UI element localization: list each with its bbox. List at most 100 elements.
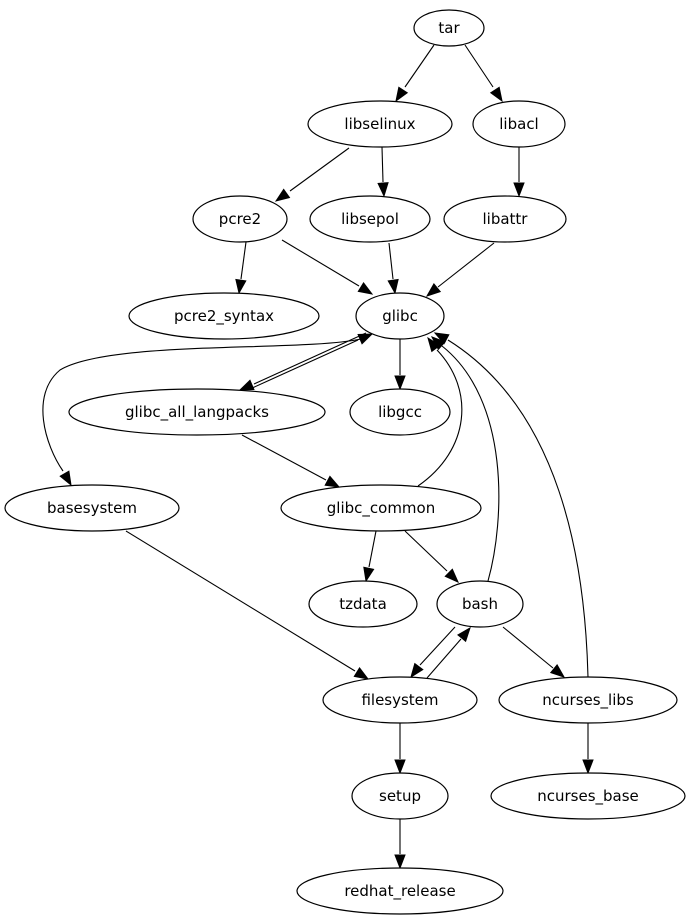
edge-glibc_all_langpacks-to-glibc_common: [241, 434, 341, 488]
edge-pcre2-to-glibc: [281, 239, 374, 295]
arrowhead-icon: [395, 86, 409, 103]
node-pcre2-syntax[interactable]: pcre2_syntax: [128, 292, 320, 340]
arrowhead-icon: [394, 375, 406, 391]
node-label: libattr: [483, 210, 529, 228]
node-ellipse: [308, 580, 418, 628]
edge-glibc-to-glibc_all_langpacks: [238, 332, 367, 391]
edge-line: [464, 44, 494, 88]
node-label: glibc_all_langpacks: [125, 403, 269, 422]
node-libacl[interactable]: libacl: [472, 100, 566, 148]
arrowhead-icon: [387, 278, 399, 295]
arrowhead-icon: [549, 664, 566, 678]
node-label: ncurses_base: [537, 787, 639, 806]
node-label: libgcc: [378, 403, 422, 421]
node-ncurses-libs[interactable]: ncurses_libs: [498, 676, 678, 724]
arrowhead-icon: [425, 283, 442, 297]
edge-line: [426, 638, 462, 679]
edge-libsepol-to-glibc: [387, 242, 399, 295]
arrowhead-icon: [238, 379, 255, 391]
arrowhead-icon: [444, 568, 459, 583]
node-label: tar: [438, 19, 460, 37]
node-label: bash: [462, 595, 498, 613]
edge-filesystem-to-setup: [394, 723, 406, 775]
node-tzdata[interactable]: tzdata: [308, 580, 418, 628]
node-glibc-common[interactable]: glibc_common: [280, 484, 482, 532]
node-label: libacl: [499, 115, 538, 133]
edge-line: [441, 345, 500, 582]
edge-line: [281, 239, 360, 287]
edge-glibc-to-libgcc: [394, 339, 406, 391]
node-setup[interactable]: setup: [351, 772, 449, 820]
node-ellipse: [355, 292, 445, 340]
edge-setup-to-redhat_release: [394, 819, 406, 870]
edge-libselinux-to-libsepol: [377, 146, 389, 198]
node-pcre2[interactable]: pcre2: [192, 195, 288, 243]
edge-line: [289, 147, 350, 192]
edge-glibc_common-to-tzdata: [363, 530, 377, 583]
arrowhead-icon: [457, 626, 471, 643]
edge-line: [437, 242, 495, 288]
node-basesystem[interactable]: basesystem: [4, 484, 180, 532]
node-ellipse: [296, 867, 504, 915]
node-redhat-release[interactable]: redhat_release: [296, 867, 504, 915]
node-libsepol[interactable]: libsepol: [309, 195, 431, 243]
node-label: glibc: [382, 307, 418, 325]
node-libselinux[interactable]: libselinux: [307, 100, 453, 148]
edge-libattr-to-glibc: [425, 242, 495, 297]
arrowhead-icon: [430, 336, 446, 351]
edge-line: [241, 434, 327, 481]
node-ncurses-base[interactable]: ncurses_base: [490, 772, 686, 820]
edge-line: [249, 339, 359, 390]
edge-bash-to-ncurses_libs: [502, 626, 566, 678]
node-label: glibc_common: [327, 499, 435, 518]
node-ellipse: [498, 676, 678, 724]
node-tar[interactable]: tar: [413, 9, 485, 47]
arrowhead-icon: [433, 332, 450, 345]
node-filesystem[interactable]: filesystem: [322, 676, 478, 724]
edge-libacl-to-libattr: [513, 147, 525, 198]
node-glibc[interactable]: glibc: [355, 292, 445, 340]
arrowhead-icon: [324, 475, 341, 488]
node-bash[interactable]: bash: [436, 580, 524, 628]
node-label: filesystem: [361, 691, 438, 709]
edge-ncurses_libs-to-glibc: [433, 332, 589, 678]
arrowhead-icon: [235, 278, 247, 295]
edge-glibc-to-basesystem: [42, 338, 362, 487]
edge-bash-to-filesystem: [410, 626, 456, 679]
edge-glibc_all_langpacks-to-glibc: [249, 333, 374, 390]
node-libgcc[interactable]: libgcc: [349, 388, 451, 436]
arrowhead-icon: [410, 662, 424, 679]
node-ellipse: [443, 195, 567, 243]
edge-glibc_common-to-bash: [404, 530, 459, 583]
edge-line: [447, 339, 589, 678]
edge-line: [253, 332, 367, 385]
node-ellipse: [322, 676, 478, 724]
edge-line: [388, 242, 394, 280]
node-glibc-all-langpacks[interactable]: glibc_all_langpacks: [68, 388, 326, 436]
arrowhead-icon: [394, 759, 406, 775]
edge-line: [417, 349, 463, 487]
edge-tar-to-libselinux: [395, 44, 435, 103]
edges-layer: [42, 44, 594, 870]
edge-libselinux-to-pcre2: [274, 147, 350, 202]
node-label: pcre2: [219, 210, 261, 228]
node-label: pcre2_syntax: [174, 307, 274, 326]
node-label: basesystem: [47, 499, 137, 517]
edge-filesystem-to-bash: [426, 626, 471, 679]
node-libattr[interactable]: libattr: [443, 195, 567, 243]
edge-line: [404, 44, 435, 88]
node-ellipse: [280, 484, 482, 532]
node-ellipse: [436, 580, 524, 628]
edge-line: [240, 241, 247, 280]
arrowhead-icon: [59, 470, 72, 487]
node-ellipse: [490, 772, 686, 820]
arrowhead-icon: [357, 333, 374, 345]
node-ellipse: [472, 100, 566, 148]
node-ellipse: [307, 100, 453, 148]
node-label: tzdata: [339, 595, 387, 613]
arrowhead-icon: [582, 759, 594, 775]
arrowhead-icon: [357, 282, 374, 295]
node-ellipse: [68, 388, 326, 436]
edge-line: [419, 626, 456, 666]
edge-tar-to-libacl: [464, 44, 503, 103]
